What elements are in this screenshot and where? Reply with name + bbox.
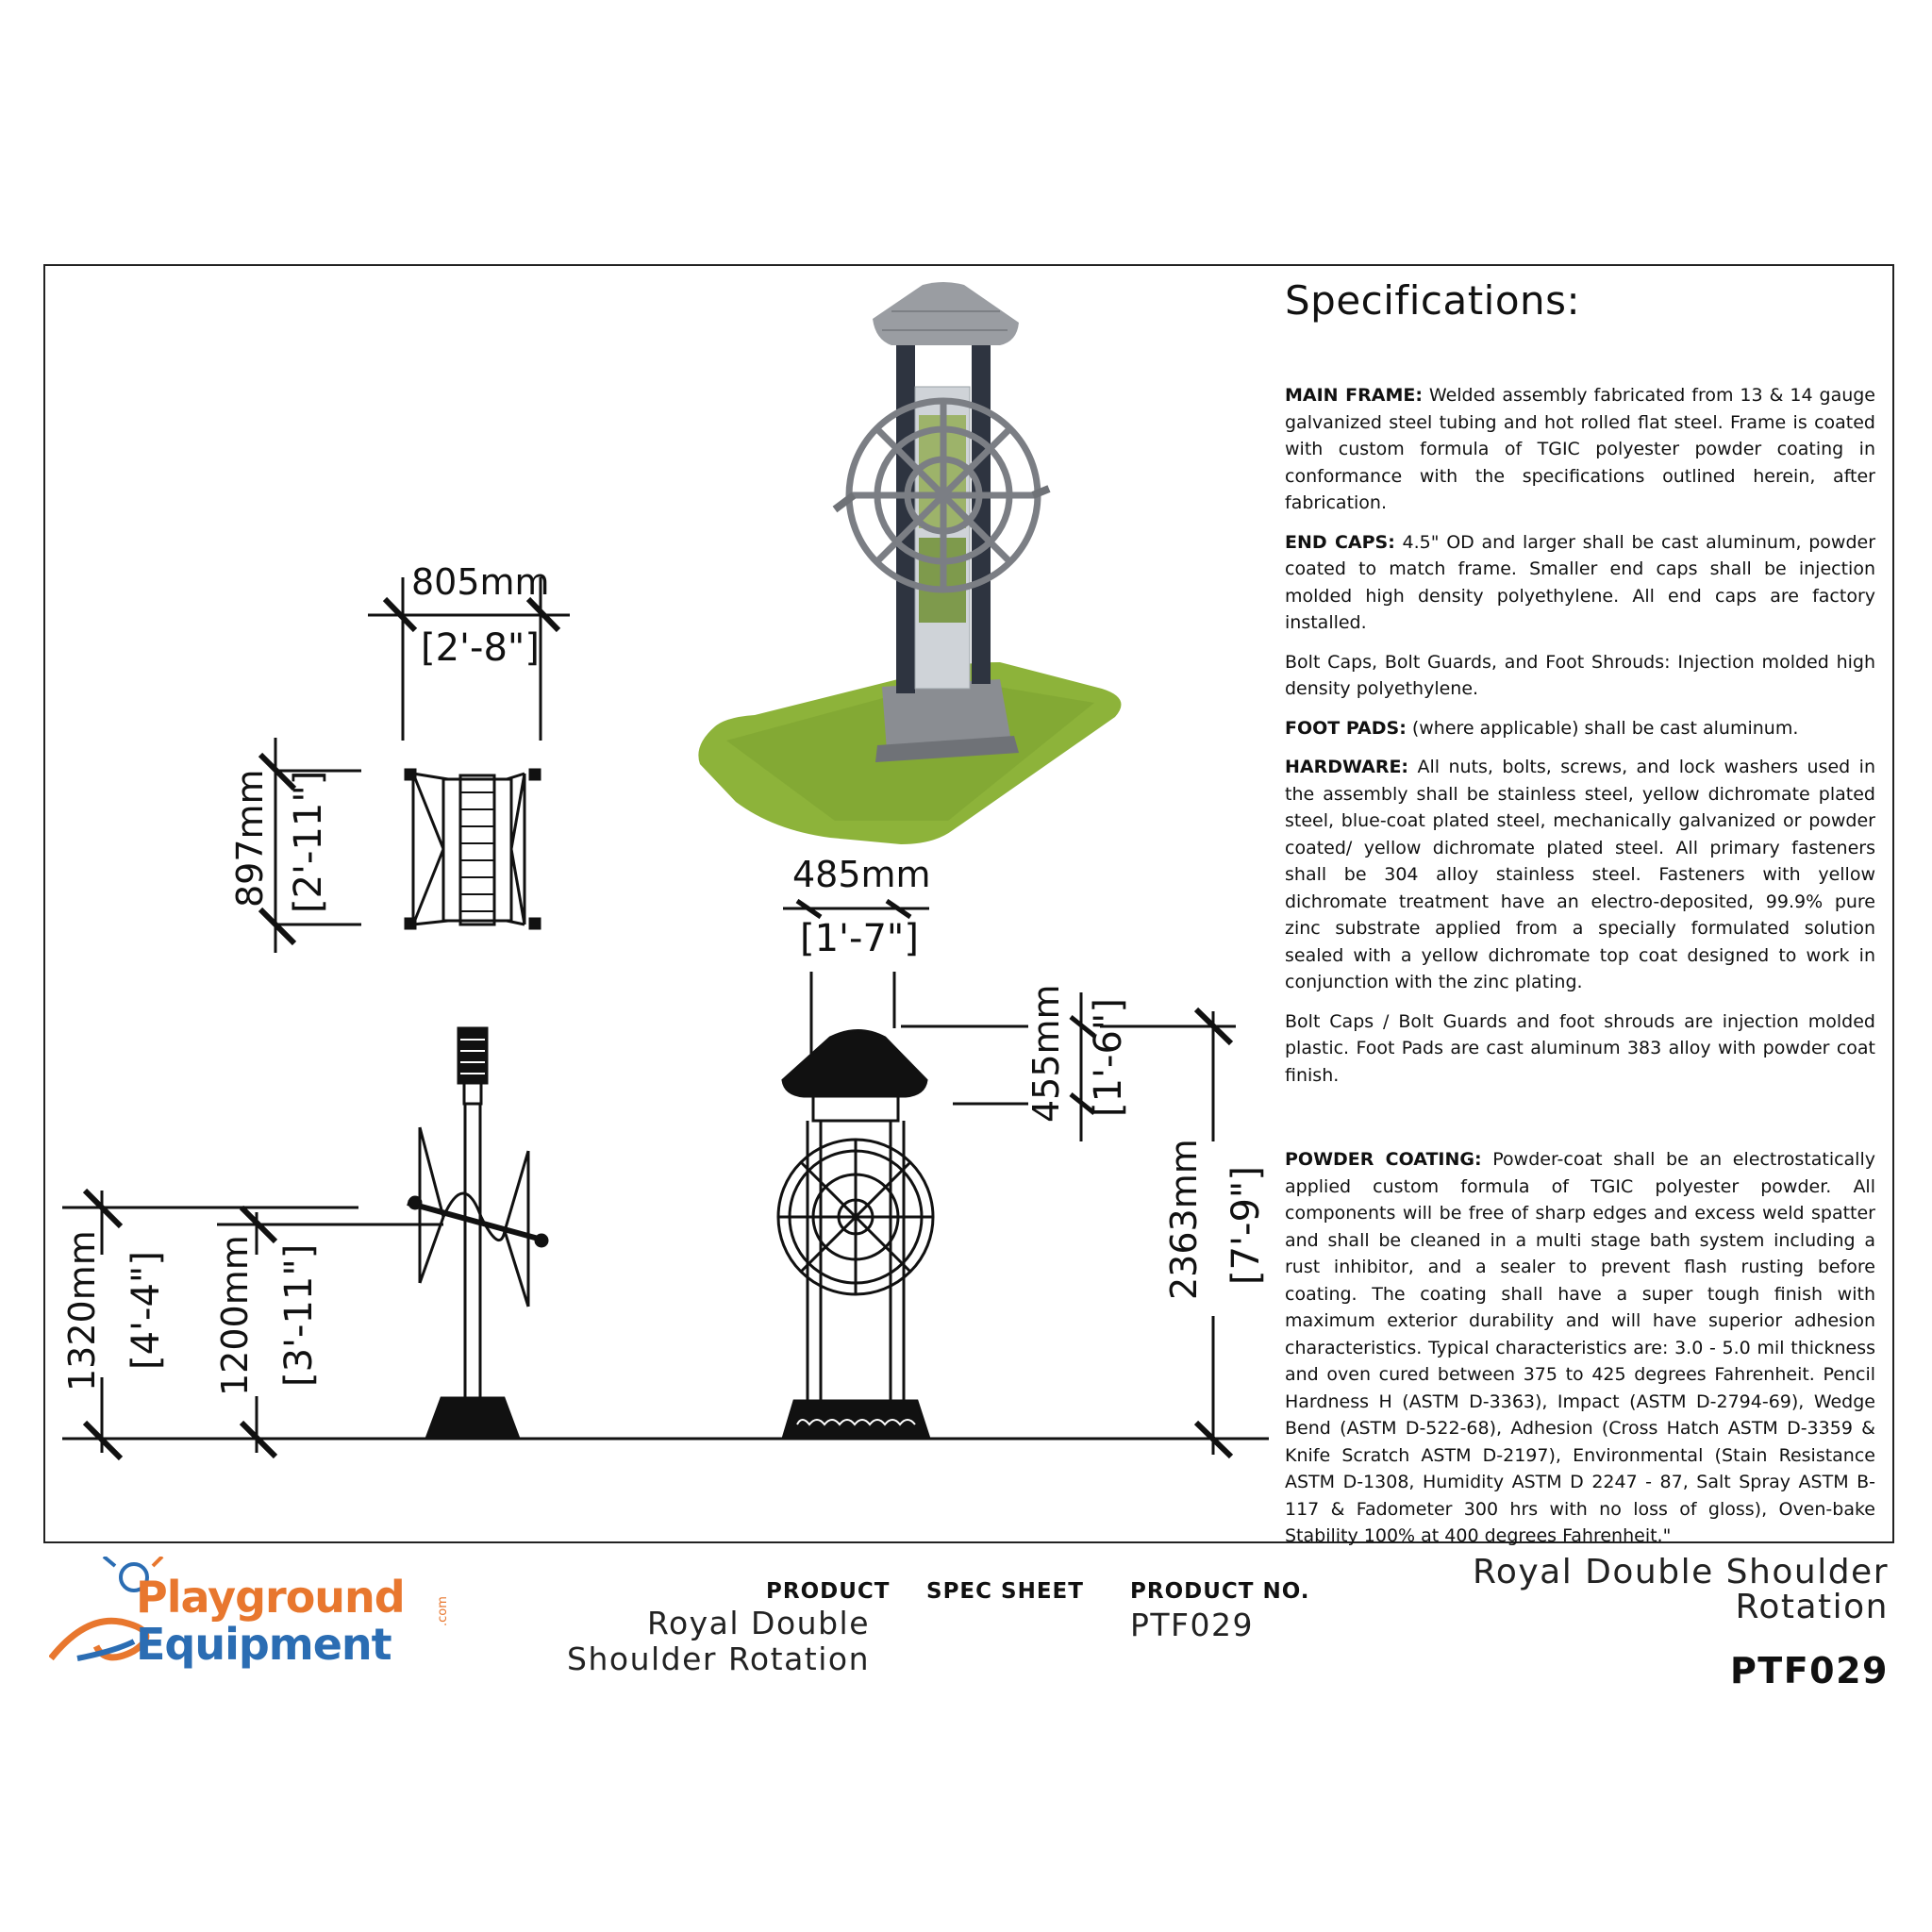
specifications-title: Specifications:: [1285, 277, 1581, 324]
handle-high-ft: [4'-4"]: [125, 1251, 168, 1370]
spec-end-caps: END CAPS: 4.5" OD and larger shall be ca…: [1285, 531, 1876, 634]
front-width-mm: 485mm: [792, 854, 931, 895]
top-width-mm: 805mm: [411, 561, 550, 603]
title-code: PTF029: [1729, 1650, 1889, 1691]
spec-hardware: HARDWARE: All nuts, bolts, screws, and l…: [1285, 757, 1875, 992]
side-view: [407, 1026, 549, 1441]
handle-high-mm: 1320mm: [61, 1230, 103, 1391]
spec-bolt-caps: Bolt Caps, Bolt Guards, and Foot Shrouds…: [1285, 651, 1875, 700]
product-label: PRODUCT: [766, 1579, 891, 1604]
product-no-label: PRODUCT NO.: [1130, 1579, 1310, 1604]
logo-text-com: .com: [436, 1596, 450, 1626]
top-depth-ft: [2'-11"]: [287, 771, 330, 913]
specifications-section: Specifications: MAIN FRAME: Welded assem…: [1285, 277, 1875, 1562]
spec-foot-pads: FOOT PADS: (where applicable) shall be c…: [1285, 717, 1799, 739]
handle-low-mm: 1200mm: [214, 1235, 256, 1396]
spec-powder-coating: POWDER COATING: Powder-coat shall be an …: [1285, 1149, 1875, 1546]
spec-bolt-guards: Bolt Caps / Bolt Guards and foot shrouds…: [1285, 1010, 1875, 1086]
top-width-ft: [2'-8"]: [421, 626, 540, 670]
roof: [873, 282, 1019, 345]
product-no-value: PTF029: [1130, 1607, 1255, 1643]
roof-height-mm: 455mm: [1025, 984, 1067, 1123]
product-value: Royal Double Shoulder Rotation: [567, 1605, 870, 1677]
spec-main-frame: MAIN FRAME: Welded assembly fabricated f…: [1285, 385, 1875, 513]
title-line-1: Royal Double Shoulder: [1472, 1553, 1889, 1591]
post-base: [882, 679, 1011, 751]
drawing-frame: [43, 264, 1894, 1543]
left-post: [896, 340, 915, 693]
total-height-mm: 2363mm: [1163, 1139, 1205, 1300]
dimension-lines: [62, 898, 1236, 1461]
total-height-ft: [7'-9"]: [1224, 1166, 1268, 1285]
roof-height-ft: [1'-6"]: [1087, 998, 1130, 1117]
rotation-wheel: [845, 397, 1041, 593]
front-width-ft: [1'-7"]: [800, 917, 919, 960]
product-render: [698, 282, 1122, 844]
logo-text-equipment: Equipment: [136, 1619, 392, 1670]
top-depth-mm: 897mm: [229, 769, 271, 908]
top-view: [258, 577, 570, 953]
right-post: [972, 340, 991, 684]
front-view: [776, 1029, 935, 1441]
logo-text-playground: Playground: [136, 1572, 406, 1623]
spec-sheet-label: SPEC SHEET: [926, 1579, 1084, 1604]
title-line-2: Rotation: [1735, 1588, 1889, 1626]
playground-equipment-logo: [49, 1557, 164, 1661]
handle-low-ft: [3'-11"]: [277, 1244, 321, 1387]
